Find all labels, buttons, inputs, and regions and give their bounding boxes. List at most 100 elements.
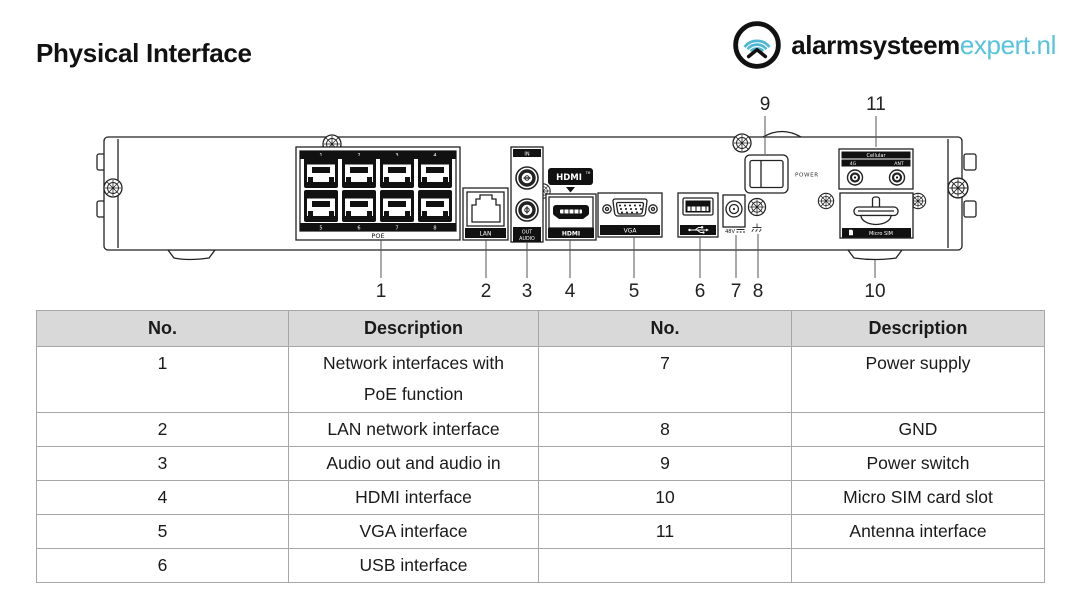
table-row: 6 USB interface [36, 548, 1045, 583]
screw-icon [103, 178, 123, 198]
header-no-2: No. [538, 310, 792, 347]
lan-label: LAN [479, 231, 491, 238]
brand-name: alarmsysteemexpert.nl [791, 30, 1056, 61]
callout-1: 1 [376, 281, 387, 302]
sma-connector-icon [846, 168, 864, 187]
foot-left [166, 249, 217, 261]
cellular-ant-label: ANT [894, 161, 904, 167]
usb-icon [688, 226, 709, 234]
hdmi-tm: TM [585, 171, 591, 175]
poe-col-label: 8 [433, 226, 436, 232]
power-jack: 48V [722, 194, 746, 235]
callout-6: 6 [695, 281, 706, 302]
table-row: 5 VGA interface 11 Antenna interface [36, 514, 1045, 549]
poe-col-label: 6 [357, 226, 360, 232]
power-switch: POWER [744, 154, 819, 194]
screw-icon [817, 192, 835, 210]
rj45-port-icon [342, 156, 376, 188]
rj45-port-icon [418, 156, 452, 188]
header-description-1: Description [288, 310, 539, 347]
callout-2: 2 [481, 281, 492, 302]
table-cell: Micro SIM card slot [791, 480, 1045, 515]
table-row: 3 Audio out and audio in 9 Power switch [36, 446, 1045, 481]
callout-8: 8 [753, 281, 764, 302]
table-cell: Network interfaces with PoE function [288, 346, 539, 413]
rj45-port-icon [304, 190, 338, 222]
table-cell: Antenna interface [791, 514, 1045, 549]
wifi-house-circle-icon [733, 21, 781, 69]
table-cell: 9 [538, 446, 792, 481]
cellular-label: Cellular [866, 153, 886, 159]
callout-7: 7 [731, 281, 742, 302]
table-cell: 1 [36, 346, 289, 413]
table-row: 2 LAN network interface 8 GND [36, 412, 1045, 447]
rj45-port-icon [304, 156, 338, 188]
cellular-block: Cellular 4G ANT [838, 148, 914, 190]
hdmi-port: HDMI TM HDMI [545, 168, 597, 241]
callout-10: 10 [864, 281, 885, 302]
table-cell: 10 [538, 480, 792, 515]
table-cell: Power switch [791, 446, 1045, 481]
vga-pins [619, 204, 642, 214]
vga-port: VGA [597, 192, 663, 238]
brand-logo: alarmsysteemexpert.nl [732, 20, 1056, 70]
header-no-1: No. [36, 310, 289, 347]
page-title: Physical Interface [36, 38, 252, 68]
table-cell: USB interface [288, 548, 539, 583]
dc-voltage-icon [736, 229, 745, 233]
vga-label: VGA [624, 228, 638, 235]
lan-port: LAN [462, 187, 509, 241]
table-cell: LAN network interface [288, 412, 539, 447]
callout-4: 4 [565, 281, 576, 302]
sma-connector-icon [888, 168, 906, 187]
power-switch-label: POWER [795, 173, 819, 179]
rj45-port-icon [342, 190, 376, 222]
callout-11: 11 [866, 94, 886, 115]
poe-col-label: 5 [319, 226, 322, 232]
power-volt-label: 48V [725, 229, 735, 235]
brand-name-light: expert.nl [959, 29, 1057, 60]
hdmi-label: HDMI [562, 231, 580, 238]
usb-port [677, 192, 719, 238]
table-cell: Audio out and audio in [288, 446, 539, 481]
callouts: 9 11 1 2 3 4 5 6 7 8 10 [376, 94, 886, 302]
audio-out-label: OUT [522, 230, 532, 236]
rj45-port-icon [380, 190, 414, 222]
table-cell: 3 [36, 446, 289, 481]
table-cell [538, 548, 792, 583]
table-cell: GND [791, 412, 1045, 447]
audio-in-label: IN [524, 152, 529, 158]
rj45-port-icon [418, 190, 452, 222]
cellular-4g-label: 4G [850, 161, 857, 167]
earth-ground-icon [751, 223, 762, 233]
header-description-2: Description [791, 310, 1045, 347]
table-header-row: No. Description No. Description [36, 310, 1045, 347]
rear-panel-diagram: 1 2 3 4 5 6 7 8 POE LAN [96, 94, 977, 302]
sim-card-icon [849, 229, 853, 236]
table-cell: 7 [538, 346, 792, 413]
table-cell: 8 [538, 412, 792, 447]
poe-label: POE [371, 232, 384, 240]
brand-name-bold: alarmsysteem [791, 29, 960, 60]
poe-port-block: 1 2 3 4 5 6 7 8 POE [295, 146, 461, 241]
table-cell [791, 548, 1045, 583]
callout-3: 3 [522, 281, 533, 302]
screw-icon [947, 177, 969, 199]
ground-screw [747, 197, 767, 233]
poe-col-label: 7 [395, 226, 398, 232]
table-cell: HDMI interface [288, 480, 539, 515]
table-cell: 11 [538, 514, 792, 549]
callout-9: 9 [760, 94, 771, 115]
table-cell: 5 [36, 514, 289, 549]
table-cell: Power supply [791, 346, 1045, 413]
micro-sim-label: Micro SIM [869, 231, 893, 237]
callout-5: 5 [629, 281, 640, 302]
screw-icon [732, 133, 752, 153]
table-cell: 4 [36, 480, 289, 515]
foot-right [846, 249, 904, 261]
table-cell: VGA interface [288, 514, 539, 549]
rj45-port-icon [380, 156, 414, 188]
hdmi-logo: HDMI [556, 173, 582, 183]
audio-label: AUDIO [519, 236, 535, 242]
